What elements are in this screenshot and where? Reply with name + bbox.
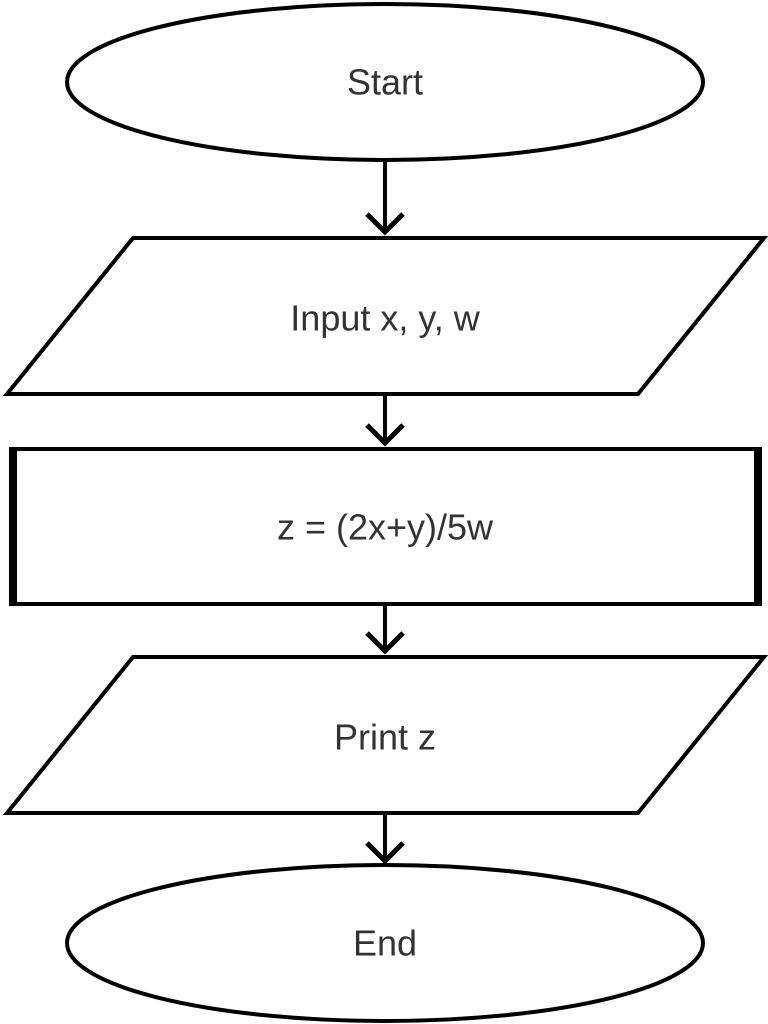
compute-label: z = (2x+y)/5w [277, 507, 494, 548]
print-node: Print z [2, 655, 768, 815]
compute-node: z = (2x+y)/5w [9, 447, 762, 606]
edge-compute-to-print [365, 604, 405, 655]
edge-start-to-input [365, 160, 405, 236]
print-label: Print z [334, 717, 436, 758]
arrowhead [365, 423, 405, 447]
start-node: Start [65, 2, 705, 162]
end-terminator-shape [65, 863, 705, 1023]
input-node: Input x, y, w [2, 236, 768, 396]
input-data-shape [2, 236, 768, 396]
edge-print-to-end [365, 813, 405, 865]
arrowhead [365, 631, 405, 655]
end-node: End [65, 863, 705, 1023]
arrowhead [365, 841, 405, 865]
end-label: End [353, 923, 417, 964]
start-label: Start [347, 62, 423, 103]
edge-input-to-compute [365, 394, 405, 447]
print-data-shape [2, 655, 768, 815]
arrowhead [365, 212, 405, 236]
input-label: Input x, y, w [290, 298, 480, 339]
